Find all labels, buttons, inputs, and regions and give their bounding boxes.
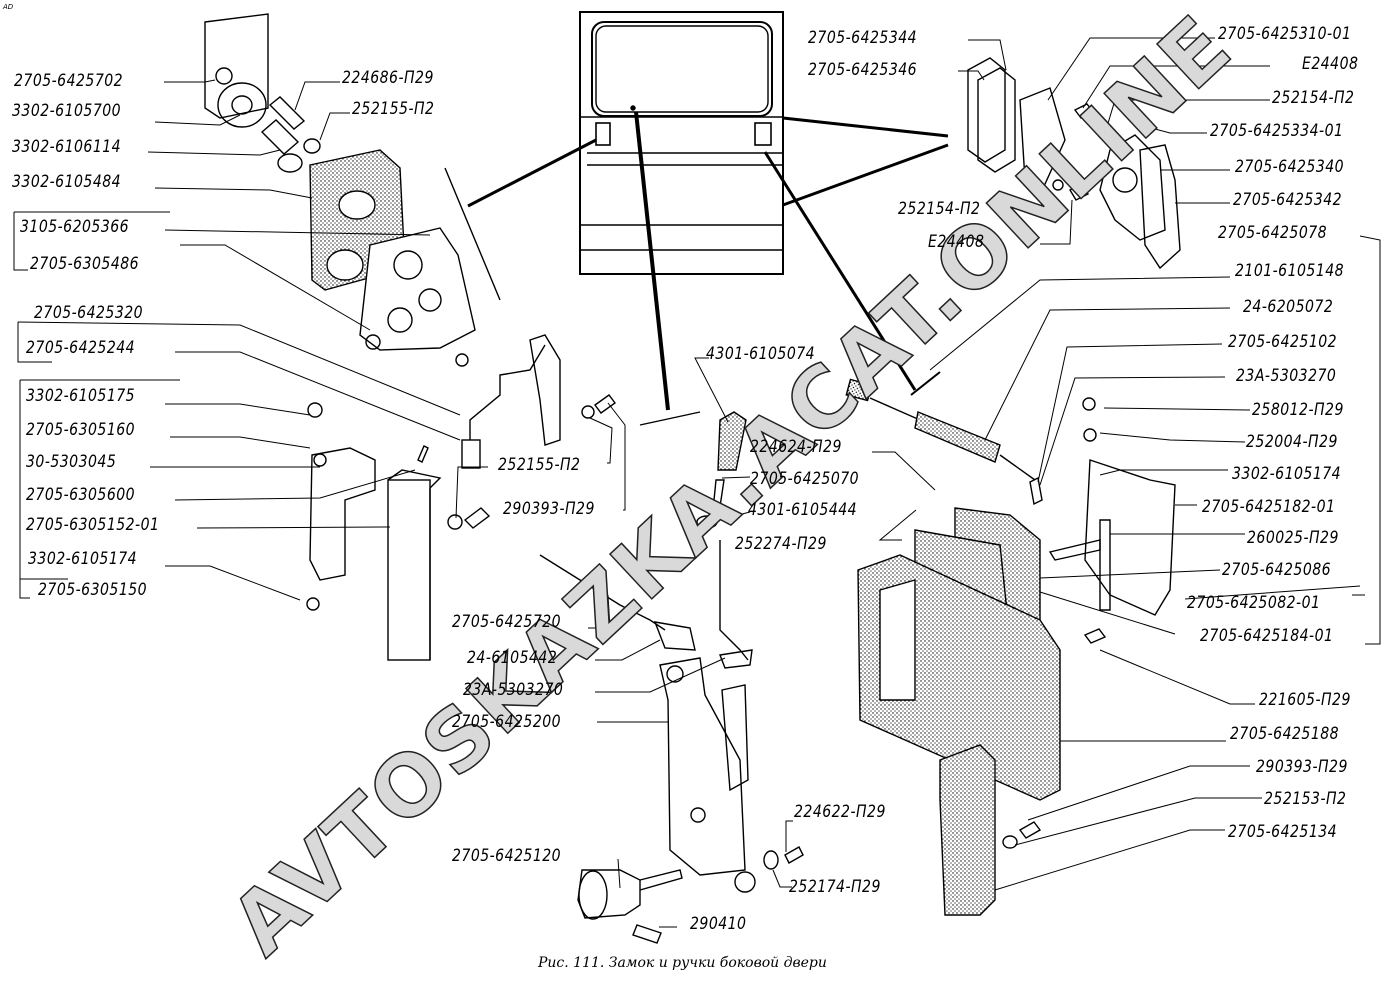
part-label: 2705-6425344: [808, 28, 918, 48]
part-label: Е24408: [928, 232, 985, 252]
part-label: 3302-6105484: [12, 172, 122, 192]
part-label: 23А-5303270: [463, 680, 564, 700]
center-bolt-part: [447, 394, 747, 530]
part-label: 4301-6105074: [706, 344, 816, 364]
part-label: 2705-6425182-01: [1202, 497, 1336, 517]
part-label: 290393-П29: [1256, 757, 1348, 777]
part-label: 2705-6425320: [34, 303, 144, 323]
link-rod-left: [461, 334, 561, 469]
bolt-part: [260, 96, 321, 173]
part-label: 2705-6305160: [26, 420, 136, 440]
part-label: 290410: [690, 914, 747, 934]
part-label: Е24408: [1302, 54, 1359, 74]
part-label: 2705-6425310-01: [1218, 24, 1352, 44]
part-label: 3302-6105700: [12, 101, 122, 121]
striker-bracket: [1099, 134, 1181, 270]
part-label: 224624-П29: [750, 437, 842, 457]
part-label: 2705-6425078: [1218, 223, 1328, 243]
part-label: 2101-6105148: [1235, 261, 1345, 281]
inside-handle-right: [1048, 397, 1176, 616]
striker-plates: [967, 57, 1111, 201]
part-label: 252154-П2: [1272, 88, 1355, 108]
part-label: 252155-П2: [498, 455, 581, 475]
part-label: 3105-6205366: [20, 217, 130, 237]
inside-handle-left: [306, 402, 442, 661]
door-overview: [579, 11, 784, 275]
part-label: 3302-6106114: [12, 137, 122, 157]
part-label: 2705-6425188: [1230, 724, 1340, 744]
part-label: 260025-П29: [1247, 528, 1339, 548]
part-label: 224622-П29: [794, 802, 886, 822]
outer-pull-handle-part: [939, 744, 1042, 916]
part-label: 252174-П29: [789, 877, 881, 897]
part-label: 3302-6105174: [28, 549, 138, 569]
part-label: 2705-6425102: [1228, 332, 1338, 352]
part-label: 252154-П2: [898, 199, 981, 219]
part-label: 2705-6305150: [38, 580, 148, 600]
part-label: 3302-6105175: [26, 386, 136, 406]
washer-part: [217, 82, 267, 128]
corner-mark: AD: [3, 3, 14, 11]
part-label: 23А-5303270: [1236, 366, 1337, 386]
part-label: 2705-6425334-01: [1210, 121, 1344, 141]
part-label: 2705-6305600: [26, 485, 136, 505]
part-label: 290393-П29: [503, 499, 595, 519]
part-label: 2705-6425200: [452, 712, 562, 732]
part-label: 4301-6105444: [748, 500, 858, 520]
part-label: 2705-6425082-01: [1187, 593, 1321, 613]
part-label: 221605-П29: [1259, 690, 1351, 710]
part-label: 252153-П2: [1264, 789, 1347, 809]
part-label: 2705-6305486: [30, 254, 140, 274]
figure-caption: Рис. 111. Замок и ручки боковой двери: [538, 955, 827, 971]
part-label: 2705-6425086: [1222, 560, 1332, 580]
part-label: 2705-6425720: [452, 612, 562, 632]
part-label: 258012-П29: [1252, 400, 1344, 420]
part-label: 252004-П29: [1246, 432, 1338, 452]
part-label: 2705-6425342: [1233, 190, 1343, 210]
part-label: 2705-6425070: [750, 469, 860, 489]
part-label: 224686-П29: [342, 68, 434, 88]
remote-cable-part: [845, 378, 1043, 506]
part-label: 2705-6425120: [452, 846, 562, 866]
part-label: 3302-6105174: [1232, 464, 1342, 484]
key-cylinder-part: [577, 869, 683, 944]
latch-plate-part: [204, 13, 269, 119]
part-label: 2705-6425134: [1228, 822, 1338, 842]
center-lock-part: [539, 540, 756, 893]
part-label: 24-6105442: [467, 648, 558, 668]
part-label: 2705-6425340: [1235, 157, 1345, 177]
screw-washer-bottom: [763, 846, 804, 870]
part-label: 2705-6425184-01: [1200, 626, 1334, 646]
part-label: 252274-П29: [735, 534, 827, 554]
handle-escutcheon-part: [857, 507, 1107, 801]
part-label: 252155-П2: [352, 99, 435, 119]
part-label: 24-6205072: [1243, 297, 1334, 317]
part-label: 2705-6305152-01: [26, 515, 160, 535]
part-label: 2705-6425702: [14, 71, 124, 91]
part-label: 2705-6425346: [808, 60, 918, 80]
part-label: 30-5303045: [26, 452, 117, 472]
lock-housing-part: [309, 149, 476, 367]
part-label: 2705-6425244: [26, 338, 136, 358]
